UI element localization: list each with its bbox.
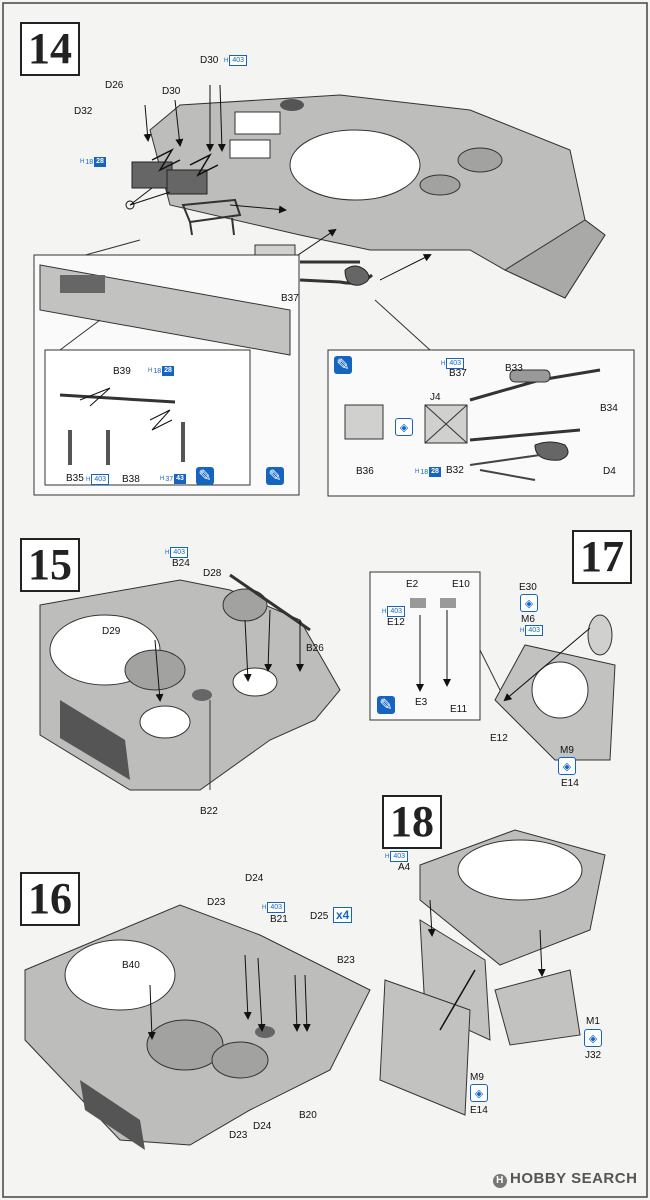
step14-hull-drawing — [59, 84, 606, 351]
brush-icon: ✎ — [196, 467, 214, 485]
label-j32: J32 — [585, 1050, 602, 1061]
glue-icon: ◈ — [520, 594, 538, 612]
label-b35: B35 — [66, 473, 84, 484]
label-e14: E14 — [561, 778, 579, 789]
label-j4: J4 — [430, 392, 441, 403]
brush-icon: ✎ — [377, 696, 395, 714]
step18-drawing — [379, 829, 606, 1116]
logo-icon: H — [493, 1174, 507, 1188]
label-d29: D29 — [102, 626, 121, 637]
label-d26: D26 — [105, 80, 124, 91]
step17-drawing — [369, 571, 616, 761]
label-e11: E11 — [450, 704, 468, 715]
label-b24: B24 — [172, 558, 190, 569]
step14-inset-right — [327, 349, 635, 497]
label-d28: D28 — [203, 568, 222, 579]
label-e3: E3 — [415, 697, 428, 708]
label-d25: D25 — [310, 911, 329, 922]
label-a4: A4 — [398, 862, 411, 873]
step-number-18: 18 — [382, 795, 442, 849]
step15-hull-drawing — [39, 573, 341, 791]
label-d30: D30 — [200, 55, 219, 66]
label-d24-top: D24 — [245, 873, 264, 884]
label-b21: B21 — [270, 914, 288, 925]
label-e14-step18: E14 — [470, 1105, 488, 1116]
label-b40: B40 — [122, 960, 140, 971]
label-d30-second: D30 — [162, 86, 181, 97]
step-number-15: 15 — [20, 538, 80, 592]
brush-icon: ✎ — [266, 467, 284, 485]
label-b33: B33 — [505, 363, 523, 374]
label-m9-step18: M9 — [470, 1072, 484, 1083]
glue-icon: ◈ — [558, 757, 576, 775]
label-d32: D32 — [74, 106, 93, 117]
label-b26: B26 — [306, 643, 324, 654]
label-b34: B34 — [600, 403, 618, 414]
glue-icon: ◈ — [470, 1084, 488, 1102]
label-b23: B23 — [337, 955, 355, 966]
label-m1: M1 — [586, 1016, 600, 1027]
glue-icon: ◈ — [395, 418, 413, 436]
label-d23-bottom: D23 — [229, 1130, 248, 1141]
label-b22: B22 — [200, 806, 218, 817]
label-e12-main: E12 — [490, 733, 508, 744]
label-e10: E10 — [452, 579, 470, 590]
label-e30: E30 — [519, 582, 537, 593]
label-m6: M6 — [521, 614, 535, 625]
label-b36: B36 — [356, 466, 374, 477]
label-e12: E12 — [387, 617, 405, 628]
label-d24-bottom: D24 — [253, 1121, 272, 1132]
step-number-17: 17 — [572, 530, 632, 584]
label-b39: B39 — [113, 366, 131, 377]
label-d4: D4 — [603, 466, 616, 477]
quantity-badge: x4 — [333, 907, 353, 923]
label-b38: B38 — [122, 474, 140, 485]
label-b20: B20 — [299, 1110, 317, 1121]
glue-icon: ◈ — [584, 1029, 602, 1047]
step-number-14: 14 — [20, 22, 80, 76]
step16-hull-drawing — [24, 904, 371, 1150]
label-m9: M9 — [560, 745, 574, 756]
label-b37-inset: B37 — [449, 368, 467, 379]
label-e2: E2 — [406, 579, 419, 590]
step-number-16: 16 — [20, 872, 80, 926]
step14-inset-left — [33, 254, 300, 496]
label-b37: B37 — [281, 293, 299, 304]
label-b32: B32 — [446, 465, 464, 476]
brush-icon: ✎ — [334, 356, 352, 374]
label-d23-top: D23 — [207, 897, 226, 908]
